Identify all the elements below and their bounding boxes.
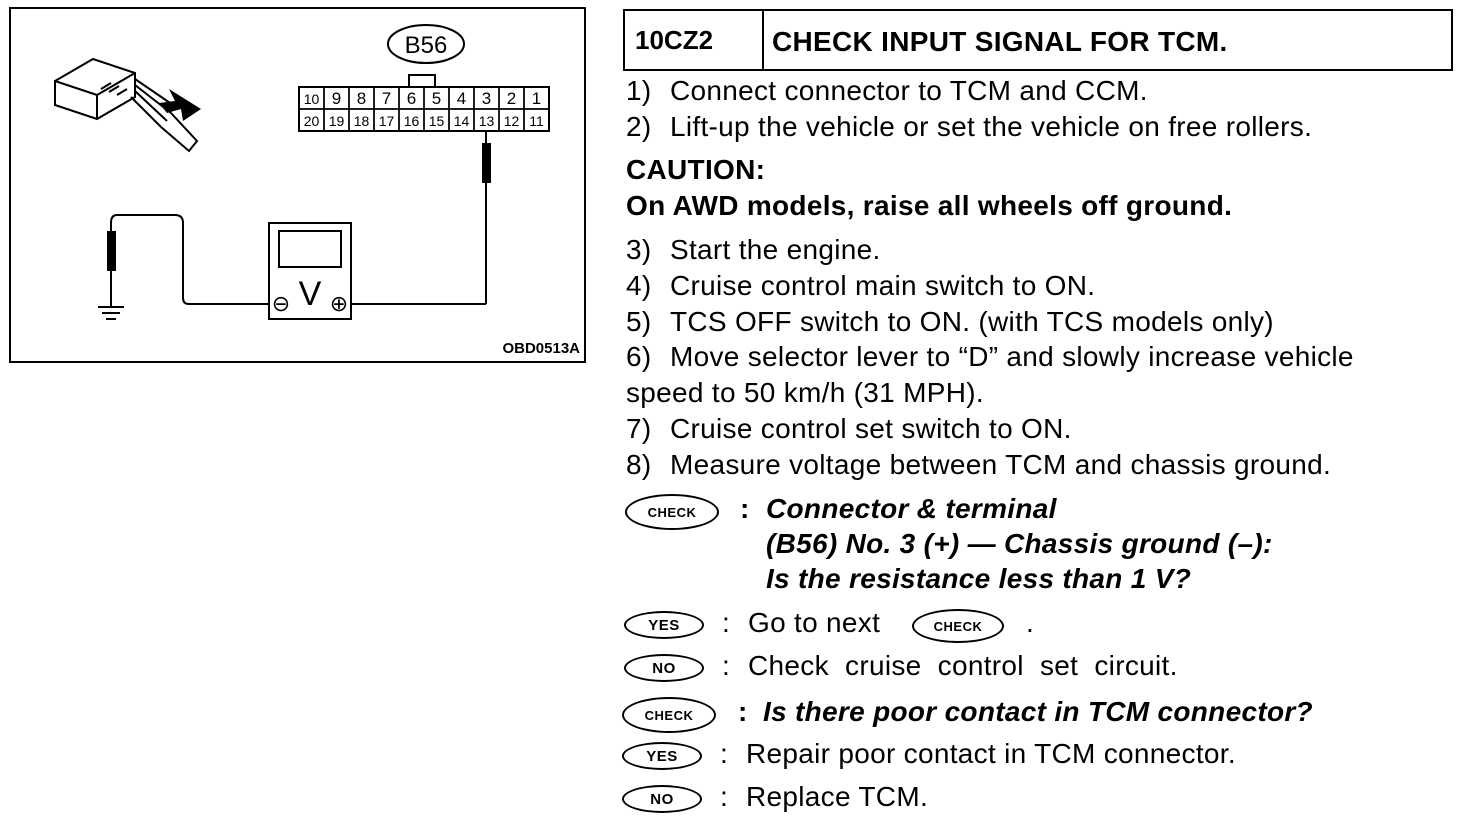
figure-code: OBD0513A xyxy=(502,340,580,357)
yes-colon-2: : xyxy=(720,738,728,769)
arrow-icon xyxy=(159,89,201,121)
check2-colon: : xyxy=(738,696,748,727)
check2-no-text: Replace TCM. xyxy=(746,781,929,812)
no-colon: : xyxy=(722,650,730,681)
step-code: 10CZ2 xyxy=(625,11,764,69)
check-badge: CHECK xyxy=(625,494,719,530)
connector-plug-icon xyxy=(54,57,199,153)
connector-label-oval xyxy=(387,24,465,64)
pin-label: 6 xyxy=(407,89,416,108)
instruction-step-5: 5)TCS OFF switch to ON. (with TCS models… xyxy=(626,306,1274,337)
instruction-step-4: 4)Cruise control main switch to ON. xyxy=(626,270,1096,301)
pin-label: 20 xyxy=(304,113,320,129)
meter-display xyxy=(278,230,342,268)
yes-badge: YES xyxy=(624,611,704,639)
step-title: CHECK INPUT SIGNAL FOR TCM. xyxy=(772,26,1228,57)
pin-label: 18 xyxy=(354,113,370,129)
check-badge-2: CHECK xyxy=(622,697,716,733)
instruction-step-7: 7)Cruise control set switch to ON. xyxy=(626,413,1072,444)
caution-text: On AWD models, raise all wheels off grou… xyxy=(626,190,1233,221)
next-check-badge: CHECK xyxy=(912,609,1004,643)
meter-symbol: V xyxy=(299,275,322,313)
pin-label: 7 xyxy=(382,89,391,108)
negative-probe xyxy=(107,231,116,271)
meter-negative-terminal: ⊖ xyxy=(272,291,290,316)
caution-title: CAUTION: xyxy=(626,154,766,185)
check1-line-1: Connector & terminal xyxy=(766,493,1057,524)
step-header: 10CZ2 CHECK INPUT SIGNAL FOR TCM. xyxy=(623,9,1453,71)
check2-question: Is there poor contact in TCM connector? xyxy=(763,696,1313,727)
connector-label: B56 xyxy=(405,32,448,59)
pin-label: 9 xyxy=(332,89,341,108)
check1-yes-text: Go to next xyxy=(748,607,881,638)
pin-label: 1 xyxy=(532,89,541,108)
connector-latch xyxy=(408,74,436,88)
positive-probe xyxy=(482,143,491,183)
pin-label: 4 xyxy=(457,89,466,108)
check2-yes-text: Repair poor contact in TCM connector. xyxy=(746,738,1236,769)
instruction-step-6: 6)Move selector lever to “D” and slowly … xyxy=(626,341,1354,372)
pin-label: 5 xyxy=(432,89,441,108)
instruction-step-6-continued: speed to 50 km/h (31 MPH). xyxy=(626,377,984,408)
pin-label: 16 xyxy=(404,113,420,129)
instruction-step-8: 8)Measure voltage between TCM and chassi… xyxy=(626,449,1332,480)
check1-line-3: Is the resistance less than 1 V? xyxy=(766,563,1192,594)
instruction-step-1: 1)Connect connector to TCM and CCM. xyxy=(626,75,1148,106)
yes-colon: : xyxy=(722,607,730,638)
yes-badge-2: YES xyxy=(622,742,702,770)
check1-line-2: (B56) No. 3 (+) — Chassis ground (–): xyxy=(766,528,1273,559)
pin-label: 13 xyxy=(479,113,495,129)
voltmeter: V ⊖ ⊕ xyxy=(268,222,352,320)
check1-no-text: Check cruise control set circuit. xyxy=(748,650,1178,681)
check-colon: : xyxy=(740,493,750,524)
instruction-step-3: 3)Start the engine. xyxy=(626,234,881,265)
no-colon-2: : xyxy=(720,781,728,812)
pin-label: 3 xyxy=(482,89,491,108)
pin-label: 12 xyxy=(504,113,520,129)
meter-positive-terminal: ⊕ xyxy=(330,291,348,316)
no-badge-2: NO xyxy=(622,785,702,813)
pin-label: 10 xyxy=(304,91,320,107)
ground-icon xyxy=(98,306,124,320)
pin-label: 14 xyxy=(454,113,470,129)
pin-label: 15 xyxy=(429,113,445,129)
pin-label: 8 xyxy=(357,89,366,108)
pin-label: 11 xyxy=(529,113,544,129)
pin-cell xyxy=(523,108,550,132)
negative-lead xyxy=(110,214,269,305)
check1-yes-end: . xyxy=(1026,607,1035,638)
pin-label: 19 xyxy=(329,113,345,129)
pin-label: 2 xyxy=(507,89,516,108)
no-badge: NO xyxy=(624,654,704,682)
instruction-step-2: 2)Lift-up the vehicle or set the vehicle… xyxy=(626,111,1313,142)
pin-label: 17 xyxy=(379,113,395,129)
